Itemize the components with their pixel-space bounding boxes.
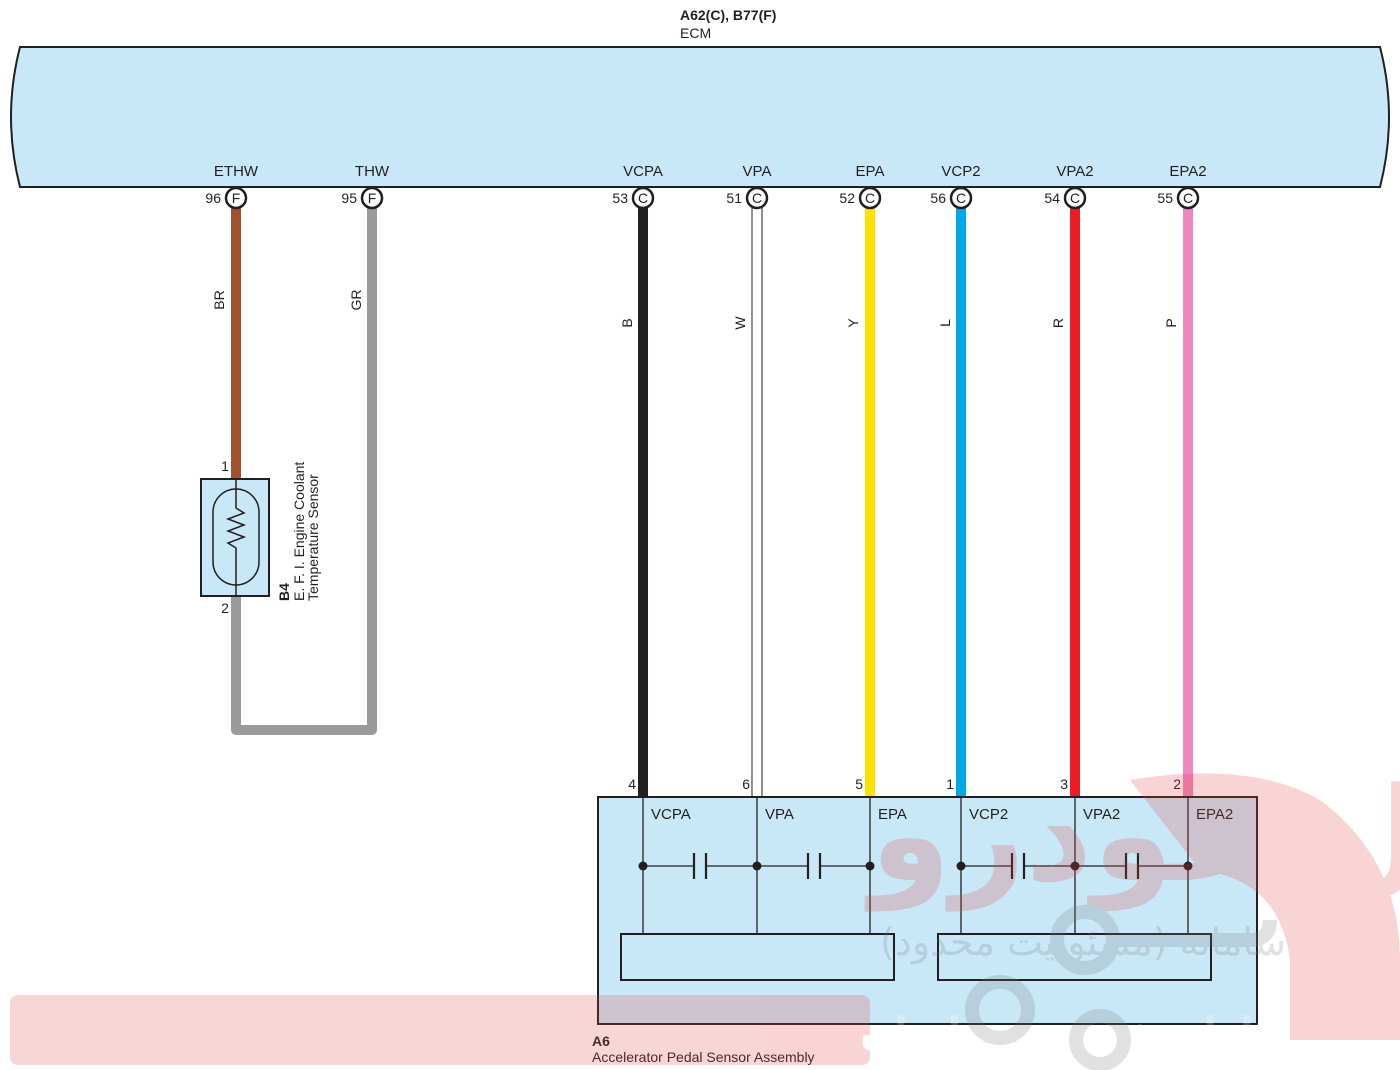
wire-code-b: B [619, 318, 635, 327]
assembly-pin-4: 4 [628, 776, 636, 792]
ecm-signal-ethw: ETHW [214, 163, 259, 180]
assembly-signal-vcpa: VCPA [651, 806, 691, 823]
svg-text:54: 54 [1044, 190, 1060, 206]
watermark: دیجیتال خودرو شرکت دیجیتال خودرو سامانه … [10, 759, 1400, 1070]
assembly-id: A6 [592, 1033, 610, 1049]
watermark-banner [10, 995, 870, 1065]
ecm-signal-vcp2: VCP2 [941, 163, 980, 180]
svg-text:95: 95 [341, 190, 357, 206]
sensor-pin-bottom: 2 [221, 600, 229, 616]
accelerator-pedal-sensor-assembly [597, 796, 1258, 1025]
assembly-pin-3: 3 [1060, 776, 1068, 792]
wire-code-r: R [1050, 318, 1066, 328]
ecm-signal-epa2: EPA2 [1169, 163, 1206, 180]
svg-text:C: C [865, 190, 875, 206]
ecm-pin-55: C 55 [1157, 186, 1200, 210]
junction-dots [638, 861, 1193, 871]
ecm-signal-vpa: VPA [743, 163, 772, 180]
assembly-signal-epa: EPA [878, 806, 907, 823]
ecm-connectors: A62(C), B77(F) [680, 7, 776, 23]
assembly-signal-vpa: VPA [765, 806, 794, 823]
svg-text:C: C [752, 190, 762, 206]
ecm-signal-thw: THW [355, 163, 390, 180]
wire-code-w: W [732, 316, 748, 330]
wire-code-br: BR [211, 290, 227, 309]
thermistor-icon [225, 479, 247, 596]
svg-text:C: C [1183, 190, 1193, 206]
ecm-signal-epa: EPA [856, 163, 885, 180]
watermark-title: دیجیتال خودرو [864, 759, 1400, 912]
svg-text:C: C [638, 190, 648, 206]
coolant-temp-sensor [200, 478, 270, 597]
svg-text:F: F [368, 190, 377, 206]
ecm-pin-52: C 52 [839, 186, 882, 210]
ecm-body [10, 46, 1390, 188]
ecm-name: ECM [680, 25, 711, 41]
watermark-car-logo-icon [965, 773, 1400, 1070]
ecm-pin-56: C 56 [930, 186, 973, 210]
assembly-signal-epa2: EPA2 [1196, 806, 1233, 823]
assembly-pin-2: 2 [1173, 776, 1181, 792]
ecm-signal-vcpa: VCPA [623, 163, 663, 180]
ecm-pin-95: F 95 [341, 186, 384, 210]
ecm-signal-vpa2: VPA2 [1056, 163, 1093, 180]
ecm-pin-54: C 54 [1044, 186, 1087, 210]
svg-text:56: 56 [930, 190, 946, 206]
svg-text:96: 96 [205, 190, 221, 206]
ecm-pin-96: F 96 [205, 186, 248, 210]
wire-code-l: L [937, 319, 953, 327]
sensor-element-1 [620, 933, 895, 981]
sensor-name-line1: E. F. I. Engine Coolant [291, 462, 307, 601]
ecm-pin-53: C 53 [612, 186, 655, 210]
svg-text:52: 52 [839, 190, 855, 206]
svg-text:51: 51 [726, 190, 742, 206]
capacitor-icons [692, 853, 1140, 879]
assembly-signal-vpa2: VPA2 [1083, 806, 1120, 823]
watermark-company: شرکت دیجیتال خودرو سامانه (مسئولیت محدود… [880, 920, 1400, 965]
wire-code-y: Y [845, 318, 861, 328]
svg-text:55: 55 [1157, 190, 1173, 206]
svg-text:C: C [956, 190, 966, 206]
wire-gr [231, 208, 377, 735]
ecm-pin-51: C 51 [726, 186, 769, 210]
sensor-element-2 [937, 933, 1212, 981]
assembly-pin-1: 1 [946, 776, 954, 792]
svg-text:53: 53 [612, 190, 628, 206]
assembly-name: Accelerator Pedal Sensor Assembly [592, 1049, 815, 1065]
wire-code-gr: GR [348, 290, 364, 311]
svg-text:C: C [1070, 190, 1080, 206]
sensor-pin-top: 1 [221, 458, 229, 474]
sensor-name-line2: Temperature Sensor [305, 474, 321, 601]
svg-text:F: F [232, 190, 241, 206]
sensor-id: B4 [276, 583, 292, 601]
assembly-pin-5: 5 [855, 776, 863, 792]
assembly-pin-6: 6 [742, 776, 750, 792]
watermark-slogan: اولین سامانه دیجیتال تعمیرکاران خودرو در… [860, 1009, 1400, 1055]
wire-code-p: P [1163, 318, 1179, 327]
assembly-signal-vcp2: VCP2 [969, 806, 1008, 823]
